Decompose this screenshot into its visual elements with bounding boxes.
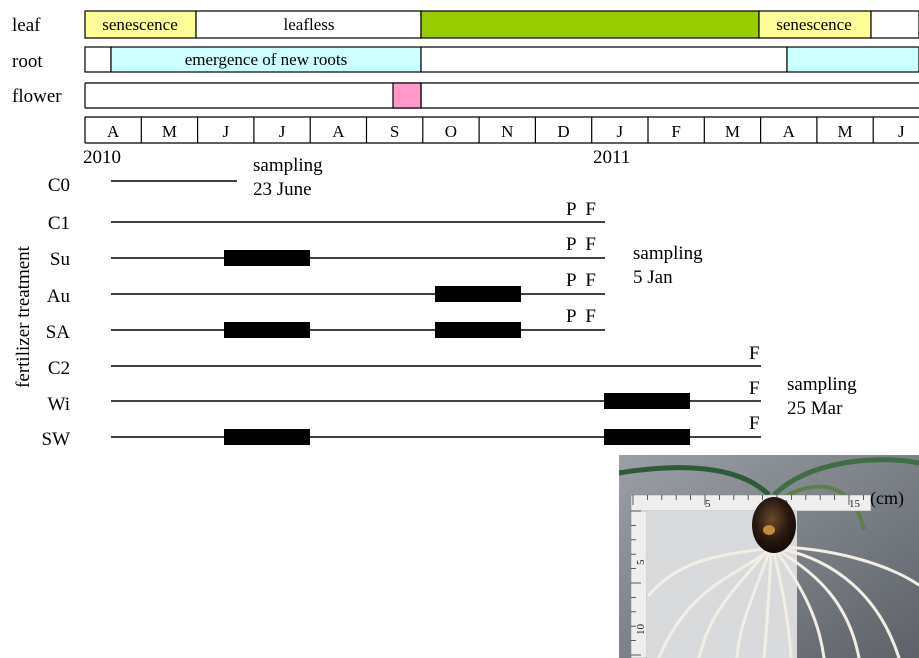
treatment-label-au: Au — [47, 286, 71, 307]
treatment-label-su: Su — [50, 249, 71, 270]
sampling-1-line2: 23 June — [253, 179, 312, 200]
treatment-marks-su: P F — [566, 234, 596, 255]
treatment-marks-c2: F — [749, 343, 760, 364]
sampling-3-line2: 25 Mar — [787, 398, 843, 419]
month-label-6: O — [445, 122, 457, 141]
leaf-senescence-segment-1 — [84, 10, 197, 39]
fertilizer-bar-sw-winter — [604, 429, 690, 445]
treatment-marks-au: P F — [566, 270, 596, 291]
treatment-label-sw: SW — [42, 429, 71, 450]
fertilizer-bar-sa-autumn — [435, 322, 521, 338]
year-2010-label: 2010 — [83, 147, 121, 168]
leafless-label: leafless — [284, 15, 335, 34]
month-label-13: M — [837, 122, 852, 141]
fertilizer-bar-au-autumn — [435, 286, 521, 302]
treatment-label-c2: C2 — [48, 358, 70, 379]
senescence-label-1: senescence — [102, 15, 178, 34]
treatment-label-sa: SA — [46, 322, 71, 343]
month-label-11: M — [725, 122, 740, 141]
month-label-2: J — [222, 122, 229, 141]
treatment-marks-sw: F — [749, 413, 760, 434]
senescence-label-2: senescence — [776, 15, 852, 34]
root-emergence-label: emergence of new roots — [185, 50, 348, 69]
month-label-1: M — [162, 122, 177, 141]
month-label-3: J — [279, 122, 286, 141]
root-middle-segment — [420, 46, 788, 73]
fertilizer-bar-sw-summer — [224, 429, 310, 445]
month-label-7: N — [501, 122, 513, 141]
sampling-3-line1: sampling — [787, 374, 857, 395]
month-label-0: A — [107, 122, 120, 141]
leaf-leafless-segment — [195, 10, 422, 39]
treatment-rows: C0 C1 P F Su P F Au P F SA P F C2 F Wi F… — [42, 175, 761, 450]
fertilizer-bar-wi-winter — [604, 393, 690, 409]
leaf-row-label: leaf — [12, 15, 41, 36]
sampling-2-line1: sampling — [633, 243, 703, 264]
month-label-4: A — [332, 122, 345, 141]
root-emergence-segment-1 — [110, 46, 422, 73]
leaf-tail-segment — [870, 10, 919, 39]
ruler-side-number-5: 5 — [635, 559, 647, 565]
sampling-1-line1: sampling — [253, 155, 323, 176]
treatment-marks-c1: P F — [566, 199, 596, 220]
fertilizer-bar-su-summer — [224, 250, 310, 266]
bulb-root-photo: 5 10 15 5 10 — [619, 455, 919, 658]
y-axis-label: fertilizer treatment — [13, 245, 34, 388]
month-label-8: D — [557, 122, 569, 141]
treatment-label-c1: C1 — [48, 213, 70, 234]
month-label-12: A — [783, 122, 796, 141]
month-label-5: S — [390, 122, 399, 141]
root-row-label: root — [12, 51, 43, 72]
ruler-number-15: 15 — [849, 498, 861, 510]
treatment-label-wi: Wi — [48, 394, 70, 415]
leaf-green-segment — [420, 10, 760, 39]
flower-bloom-segment — [392, 82, 422, 109]
ruler-side-number-10: 10 — [635, 624, 647, 636]
year-2011-label: 2011 — [593, 147, 630, 168]
root-emergence-segment-2 — [786, 46, 919, 73]
month-label-14: J — [898, 122, 905, 141]
flower-row-label: flower — [12, 86, 62, 107]
ruler-number-5: 5 — [705, 498, 711, 510]
sampling-2-line2: 5 Jan — [633, 267, 673, 288]
fertilizer-bar-sa-summer — [224, 322, 310, 338]
treatment-label-c0: C0 — [48, 175, 70, 196]
month-label-10: F — [671, 122, 680, 141]
treatment-marks-sa: P F — [566, 306, 596, 327]
root-pre-segment — [84, 46, 112, 73]
month-label-9: J — [617, 122, 624, 141]
scale-unit-label: (cm) — [870, 488, 904, 508]
treatment-marks-wi: F — [749, 378, 760, 399]
